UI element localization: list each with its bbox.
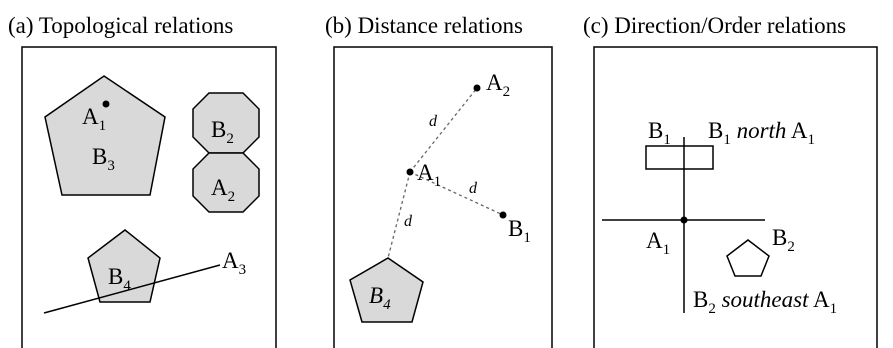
panel-a-title: (a) Topological relations (8, 13, 234, 38)
label-b2: B2 (772, 225, 795, 255)
pentagon-b4 (87, 229, 161, 303)
point-b1 (499, 211, 507, 219)
panel-c-title: (c) Direction/Order relations (583, 13, 847, 38)
label-a1: A1 (82, 104, 106, 134)
point-a1 (680, 216, 688, 224)
panel-a: A1 B3 B2 A2 B4 A3 (21, 46, 277, 348)
dashed-line-a1-b1 (409, 171, 504, 216)
panel-c: B1 B1 north A1 A1 B2 B2 southeast A1 (593, 46, 878, 348)
label-a2: A2 (486, 70, 510, 100)
pentagon-b4 (349, 257, 424, 323)
label-a1: A1 (646, 228, 670, 258)
label-b4: B4 (108, 264, 131, 294)
relation-b2-southeast-a1: B2 southeast A1 (693, 287, 837, 317)
distance-label-b1: d (469, 180, 478, 197)
octagon-a2 (192, 152, 260, 213)
label-a2: A2 (211, 175, 235, 205)
point-a2 (473, 84, 481, 92)
label-b1: B1 (508, 216, 531, 246)
panel-b-frame (333, 46, 553, 348)
point-a1 (406, 168, 414, 176)
panel-a-frame (21, 46, 277, 348)
relation-b1-north-a1: B1 north A1 (708, 118, 815, 148)
panel-c-frame (593, 46, 878, 348)
point-a1 (102, 100, 110, 108)
label-a1: A1 (417, 160, 441, 190)
label-b2: B2 (211, 117, 234, 147)
panel-b: A2 A1 B1 B4 d d d (333, 46, 553, 348)
pentagon-b2 (726, 239, 770, 277)
dashed-line-a1-b4 (387, 171, 411, 259)
line-a3 (43, 264, 221, 314)
pentagon-b3 (44, 75, 166, 196)
rectangle-b1 (645, 145, 714, 170)
distance-label-b4: d (404, 213, 413, 230)
label-b1: B1 (648, 118, 671, 148)
label-b4: B4 (369, 283, 391, 313)
label-b3: B3 (92, 144, 115, 174)
panel-b-title: (b) Distance relations (325, 13, 523, 38)
distance-label-a2: d (429, 113, 438, 130)
label-a3: A3 (222, 248, 246, 278)
